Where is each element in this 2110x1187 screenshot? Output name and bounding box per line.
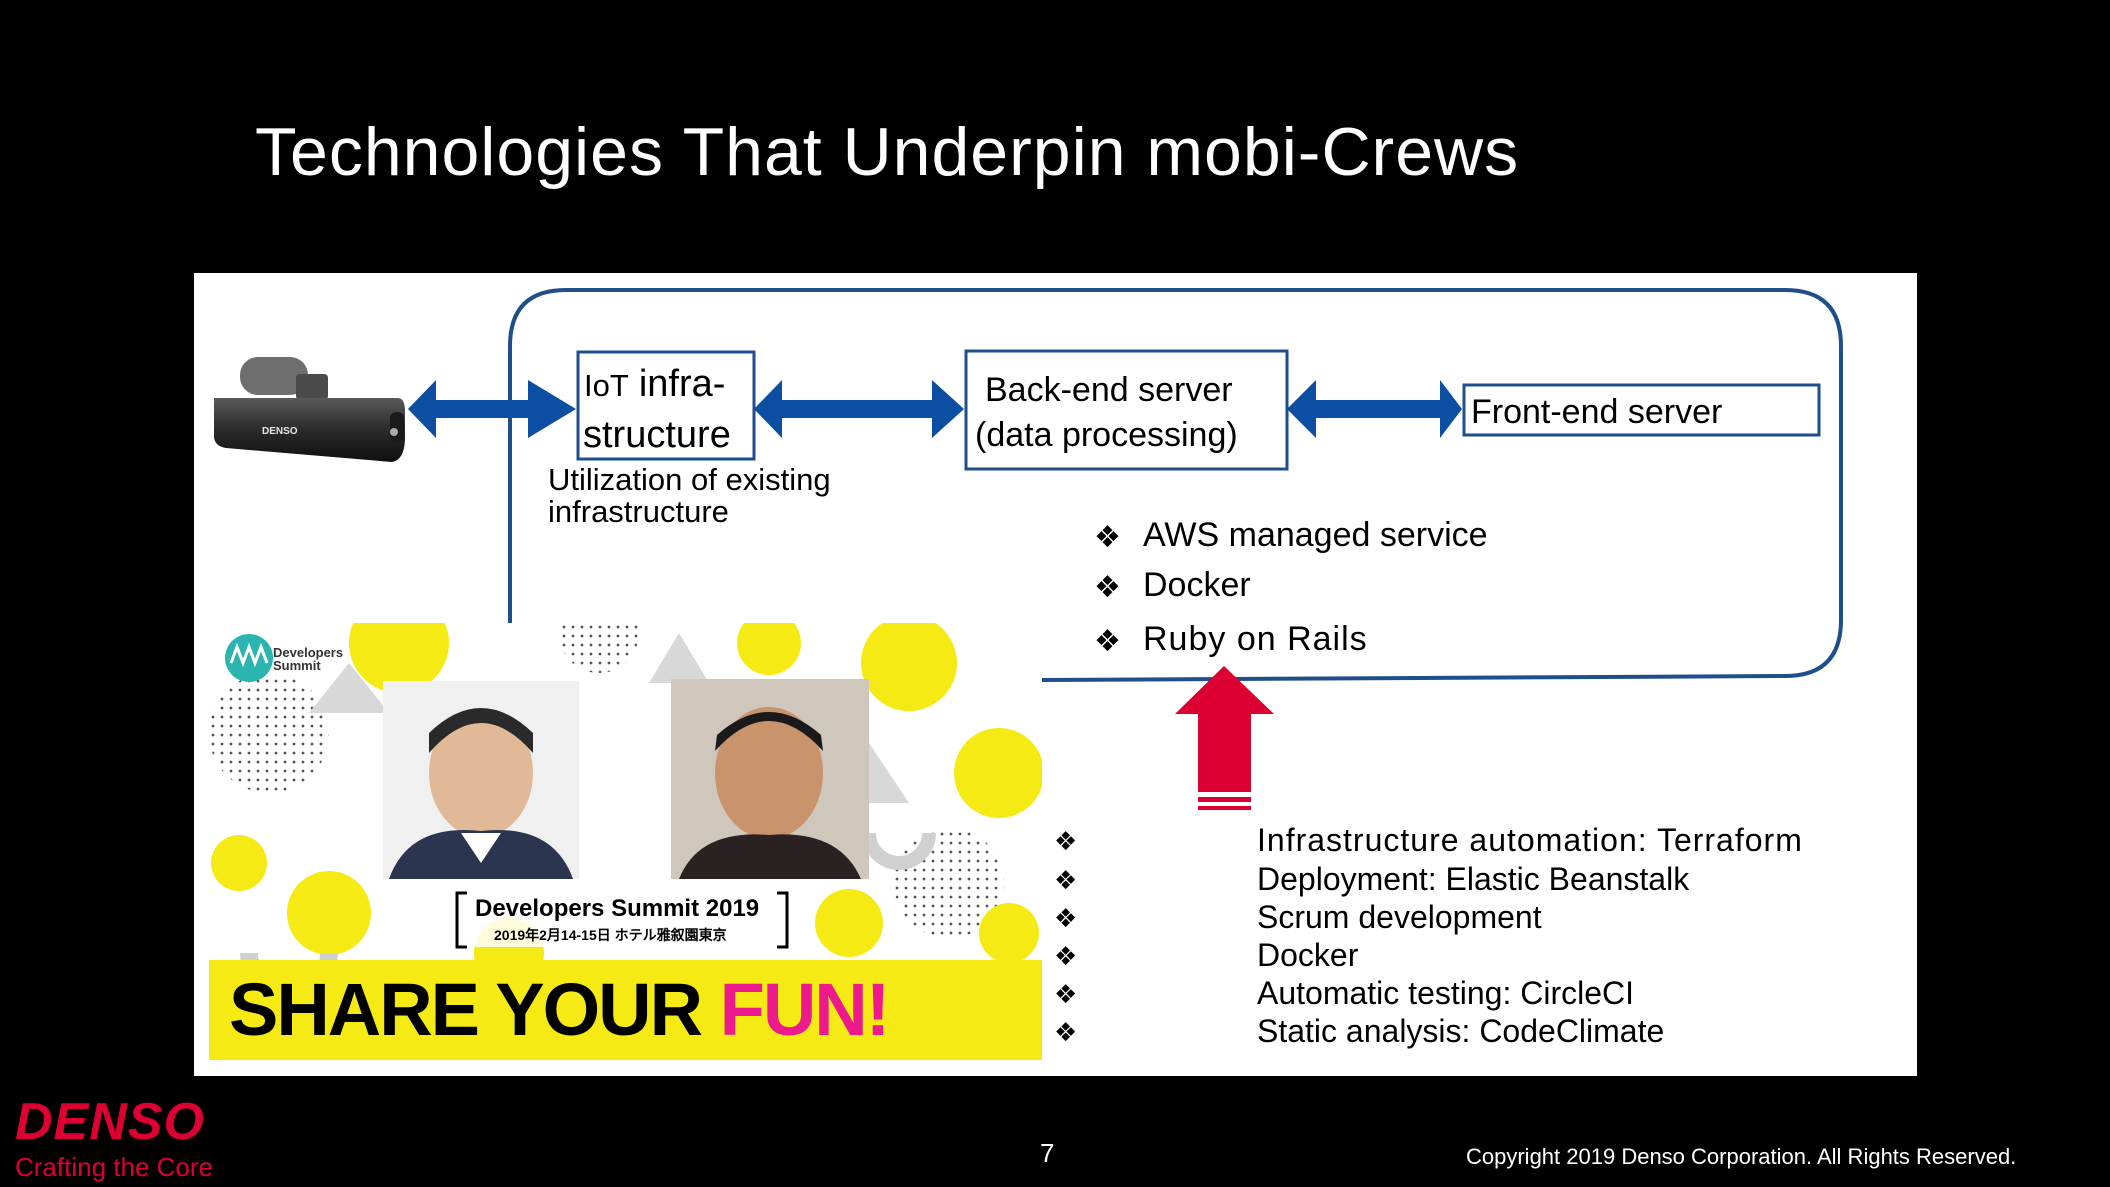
practice-item: Scrum development: [1257, 899, 1542, 935]
slogan-black: SHARE YOUR: [229, 968, 703, 1051]
iot-box-line1: IoT infra-: [584, 362, 725, 408]
frontend-server-box: [1462, 383, 1821, 437]
slogan: SHARE YOUR FUN!: [229, 967, 891, 1052]
practice-item: Infrastructure automation: Terraform: [1257, 822, 1803, 858]
event-banner-graphic: [209, 623, 1042, 1060]
arrow-device-iot: [408, 380, 576, 438]
cloud-list-bullet: ❖: [1094, 571, 1121, 604]
arrow-backend-frontend: [1287, 380, 1462, 438]
practice-item: Docker: [1257, 937, 1359, 973]
badge-line1: Developers: [273, 645, 344, 660]
badge-line2: Summit: [273, 658, 321, 673]
slide-title: Technologies That Underpin mobi-Crews: [255, 114, 1520, 190]
cloud-list-bullet: ❖: [1094, 625, 1121, 658]
logo-tagline: Crafting the Core: [15, 1152, 213, 1182]
practice-item: Static analysis: CodeClimate: [1257, 1013, 1665, 1049]
cloud-list-item: AWS managed service: [1143, 516, 1488, 554]
copyright-notice: Copyright 2019 Denso Corporation. All Ri…: [1466, 1144, 2017, 1169]
iot-box-line2: structure: [583, 414, 731, 456]
arrow-iot-backend: [754, 380, 964, 438]
cloud-list-bullet: ❖: [1094, 521, 1121, 554]
devsumi-badge: [225, 634, 273, 682]
dashcam-device: DENSO: [214, 357, 405, 462]
iot-box-small: IoT: [584, 368, 629, 403]
iot-box-large: infra-: [638, 363, 726, 405]
system-frame: [508, 288, 1843, 682]
backend-box-line2: (data processing): [975, 416, 1238, 454]
event-name: Developers Summit 2019: [475, 895, 760, 922]
practice-bullet: ❖: [1054, 903, 1078, 933]
cloud-list-item: Ruby on Rails: [1143, 620, 1368, 658]
logo-wordmark: DENSO: [15, 1093, 205, 1151]
slogan-pink: FUN!: [719, 968, 891, 1051]
iot-note-line2: infrastructure: [548, 494, 729, 529]
practice-item: Automatic testing: CircleCI: [1257, 975, 1635, 1011]
cloud-list-item: Docker: [1143, 566, 1251, 604]
badge-text: Developers Summit: [273, 646, 343, 672]
practice-bullet: ❖: [1054, 1017, 1078, 1047]
practice-bullet: ❖: [1054, 865, 1078, 895]
event-banner-image: Developers Summit Developers Summit 2019…: [209, 623, 1042, 1060]
speaker-photo-1: [383, 681, 579, 879]
speaker-photo-2: [671, 679, 869, 879]
frontend-box-label: Front-end server: [1471, 393, 1723, 431]
device-brand-label: DENSO: [262, 426, 298, 437]
iot-infrastructure-box: [576, 350, 756, 461]
page-number: 7: [1040, 1138, 1055, 1168]
backend-box-line1: Back-end server: [985, 371, 1233, 409]
red-upward-arrow: [1175, 666, 1274, 810]
practice-bullet: ❖: [1054, 941, 1078, 971]
practice-bullet: ❖: [1054, 979, 1078, 1009]
iot-note-line1: Utilization of existing: [548, 462, 831, 497]
backend-server-box: [964, 349, 1289, 471]
practice-item: Deployment: Elastic Beanstalk: [1257, 861, 1690, 897]
denso-logo: DENSO Crafting the Core: [15, 1096, 213, 1182]
practice-bullet: ❖: [1054, 826, 1078, 856]
event-detail: 2019年2月14-15日 ホテル雅叙園東京: [494, 927, 727, 943]
